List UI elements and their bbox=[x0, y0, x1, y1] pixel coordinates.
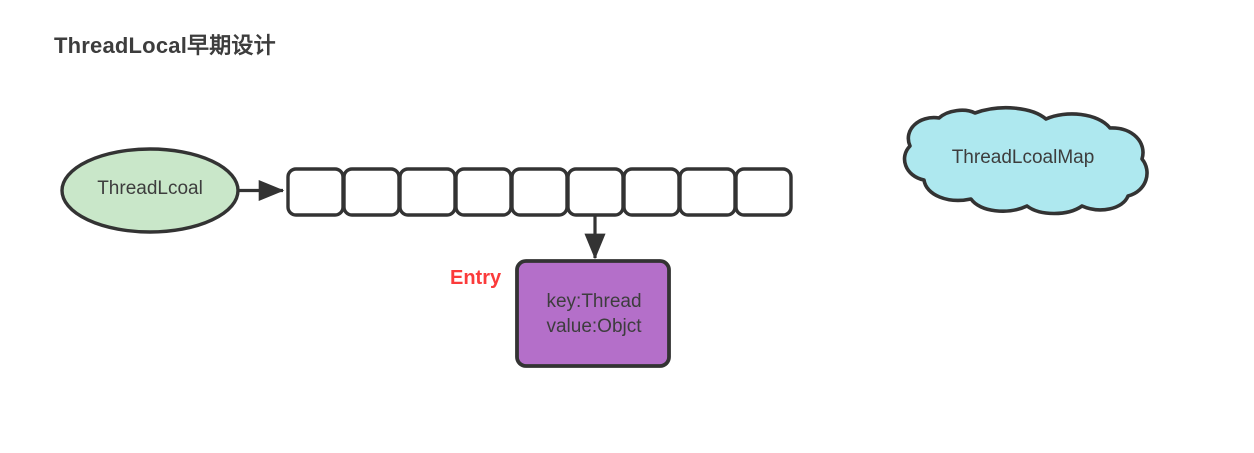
entry-box-text: key:Thread value:Objct bbox=[521, 289, 667, 339]
array-cell-5[interactable] bbox=[510, 167, 569, 217]
array-cell-8[interactable] bbox=[678, 167, 737, 217]
entry-tag-label: Entry bbox=[450, 267, 502, 289]
page-title: ThreadLocal早期设计 bbox=[54, 33, 276, 58]
node-threadlocalmap-cloud[interactable] bbox=[902, 106, 1149, 216]
node-entry-box[interactable] bbox=[515, 259, 671, 368]
entry-key-line: key:Thread bbox=[546, 291, 642, 312]
array-cell-2[interactable] bbox=[342, 167, 401, 217]
array-cell-4[interactable] bbox=[454, 167, 513, 217]
array-cell-6[interactable] bbox=[566, 167, 625, 217]
entry-value-line: value:Objct bbox=[546, 316, 642, 337]
array-cell-7[interactable] bbox=[622, 167, 681, 217]
node-threadlocal-ellipse[interactable] bbox=[60, 147, 240, 234]
array-cell-1[interactable] bbox=[286, 167, 345, 217]
array-cell-9[interactable] bbox=[734, 167, 793, 217]
array-cell-3[interactable] bbox=[398, 167, 457, 217]
